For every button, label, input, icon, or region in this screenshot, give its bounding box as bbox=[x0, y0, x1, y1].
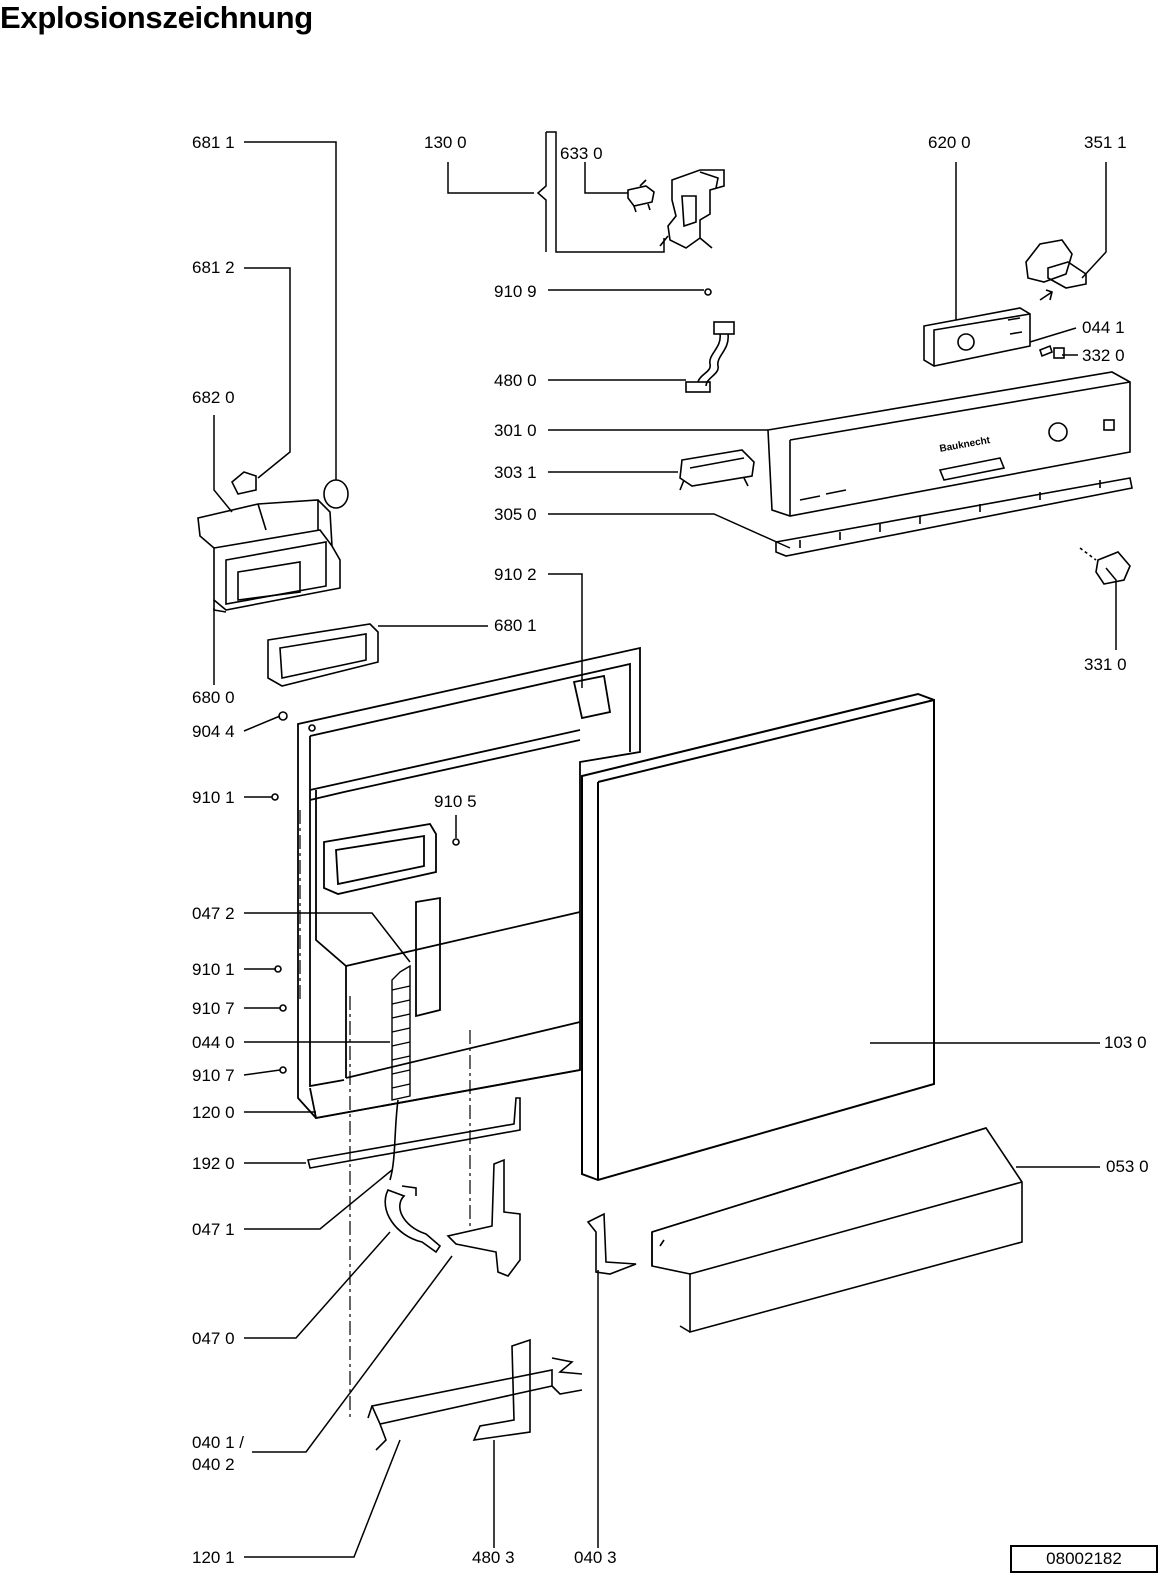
micro-switch-part bbox=[627, 179, 655, 213]
dispenser-part bbox=[197, 499, 341, 613]
part-label-0472: 047 2 bbox=[192, 904, 235, 923]
potentiometer-part bbox=[1025, 239, 1087, 301]
part-label-4800: 480 0 bbox=[494, 371, 537, 390]
part-label-3031: 303 1 bbox=[494, 463, 537, 482]
button-assembly-part bbox=[679, 449, 755, 491]
hinge-bracket-part bbox=[446, 1158, 521, 1277]
part-label-3320: 332 0 bbox=[1082, 346, 1125, 365]
part-label-6330: 633 0 bbox=[560, 144, 603, 163]
part-label-0403: 040 3 bbox=[574, 1548, 617, 1567]
lever-part bbox=[384, 1185, 442, 1254]
part-label-3511: 351 1 bbox=[1084, 133, 1127, 152]
part-label-0440: 044 0 bbox=[192, 1033, 235, 1052]
part-label-1920: 192 0 bbox=[192, 1154, 235, 1173]
screw-9109 bbox=[704, 288, 712, 296]
part-label-9101-bottom: 910 1 bbox=[192, 960, 235, 979]
cable-part bbox=[389, 1099, 399, 1181]
clip-part-6812 bbox=[231, 471, 257, 495]
part-label-3010: 301 0 bbox=[494, 421, 537, 440]
leader-lines bbox=[213, 131, 1117, 1558]
rail-part-1920 bbox=[307, 1097, 521, 1169]
part-label-6200: 620 0 bbox=[928, 133, 971, 152]
part-label-9105: 910 5 bbox=[434, 792, 477, 811]
page-title: Explosionszeichnung bbox=[0, 0, 313, 35]
part-label-9102: 910 2 bbox=[494, 565, 537, 584]
part-label-1200: 120 0 bbox=[192, 1103, 235, 1122]
part-label-6820: 682 0 bbox=[192, 388, 235, 407]
part-label-6811: 681 1 bbox=[192, 133, 235, 152]
base-strip-part bbox=[775, 477, 1133, 557]
part-label-6801: 680 1 bbox=[494, 616, 537, 635]
part-label-1300: 130 0 bbox=[424, 133, 467, 152]
diagram-id-box: 08002182 bbox=[1010, 1545, 1158, 1573]
inner-door-panel-part bbox=[297, 646, 641, 1120]
door-screws-part bbox=[271, 711, 460, 1074]
bottom-panel-part bbox=[367, 1357, 583, 1451]
dash-center-lines bbox=[299, 810, 471, 1420]
small-parts-0441 bbox=[1039, 344, 1065, 359]
part-label-0441: 044 1 bbox=[1082, 318, 1125, 337]
kick-plate-part bbox=[651, 1127, 1023, 1334]
switch-bracket-part bbox=[659, 169, 725, 249]
part-label-0401: 040 1 / bbox=[192, 1433, 244, 1452]
wiring-harness-part bbox=[685, 321, 735, 393]
part-label-1030: 103 0 bbox=[1104, 1033, 1147, 1052]
part-label-0471: 047 1 bbox=[192, 1220, 235, 1239]
part-label-0530: 053 0 bbox=[1106, 1157, 1149, 1176]
part-label-6800: 680 0 bbox=[192, 688, 235, 707]
outer-door-panel-part bbox=[581, 692, 935, 1182]
part-label-4803: 480 3 bbox=[472, 1548, 515, 1567]
part-label-6812: 681 2 bbox=[192, 258, 235, 277]
timer-module-part bbox=[923, 307, 1031, 367]
part-label-9109: 910 9 bbox=[494, 282, 537, 301]
door-spring-part bbox=[391, 964, 411, 1101]
small-bracket-part-0403 bbox=[586, 1212, 637, 1275]
part-label-1201: 120 1 bbox=[192, 1548, 235, 1567]
part-label-3310: 331 0 bbox=[1084, 655, 1127, 674]
part-label-0402: 040 2 bbox=[192, 1455, 235, 1474]
part-label-9101-top: 910 1 bbox=[192, 788, 235, 807]
part-label-0470: 047 0 bbox=[192, 1329, 235, 1348]
dispenser-seal-part bbox=[267, 623, 379, 687]
round-part-6811 bbox=[323, 479, 349, 509]
foot-bracket-part bbox=[472, 1338, 531, 1441]
knob-part bbox=[1079, 547, 1131, 585]
control-panel-fascia-part bbox=[767, 371, 1131, 517]
part-label-9107-top: 910 7 bbox=[192, 999, 235, 1018]
part-label-9107-bottom: 910 7 bbox=[192, 1066, 235, 1085]
part-label-3050: 305 0 bbox=[494, 505, 537, 524]
part-label-9044: 904 4 bbox=[192, 722, 235, 741]
